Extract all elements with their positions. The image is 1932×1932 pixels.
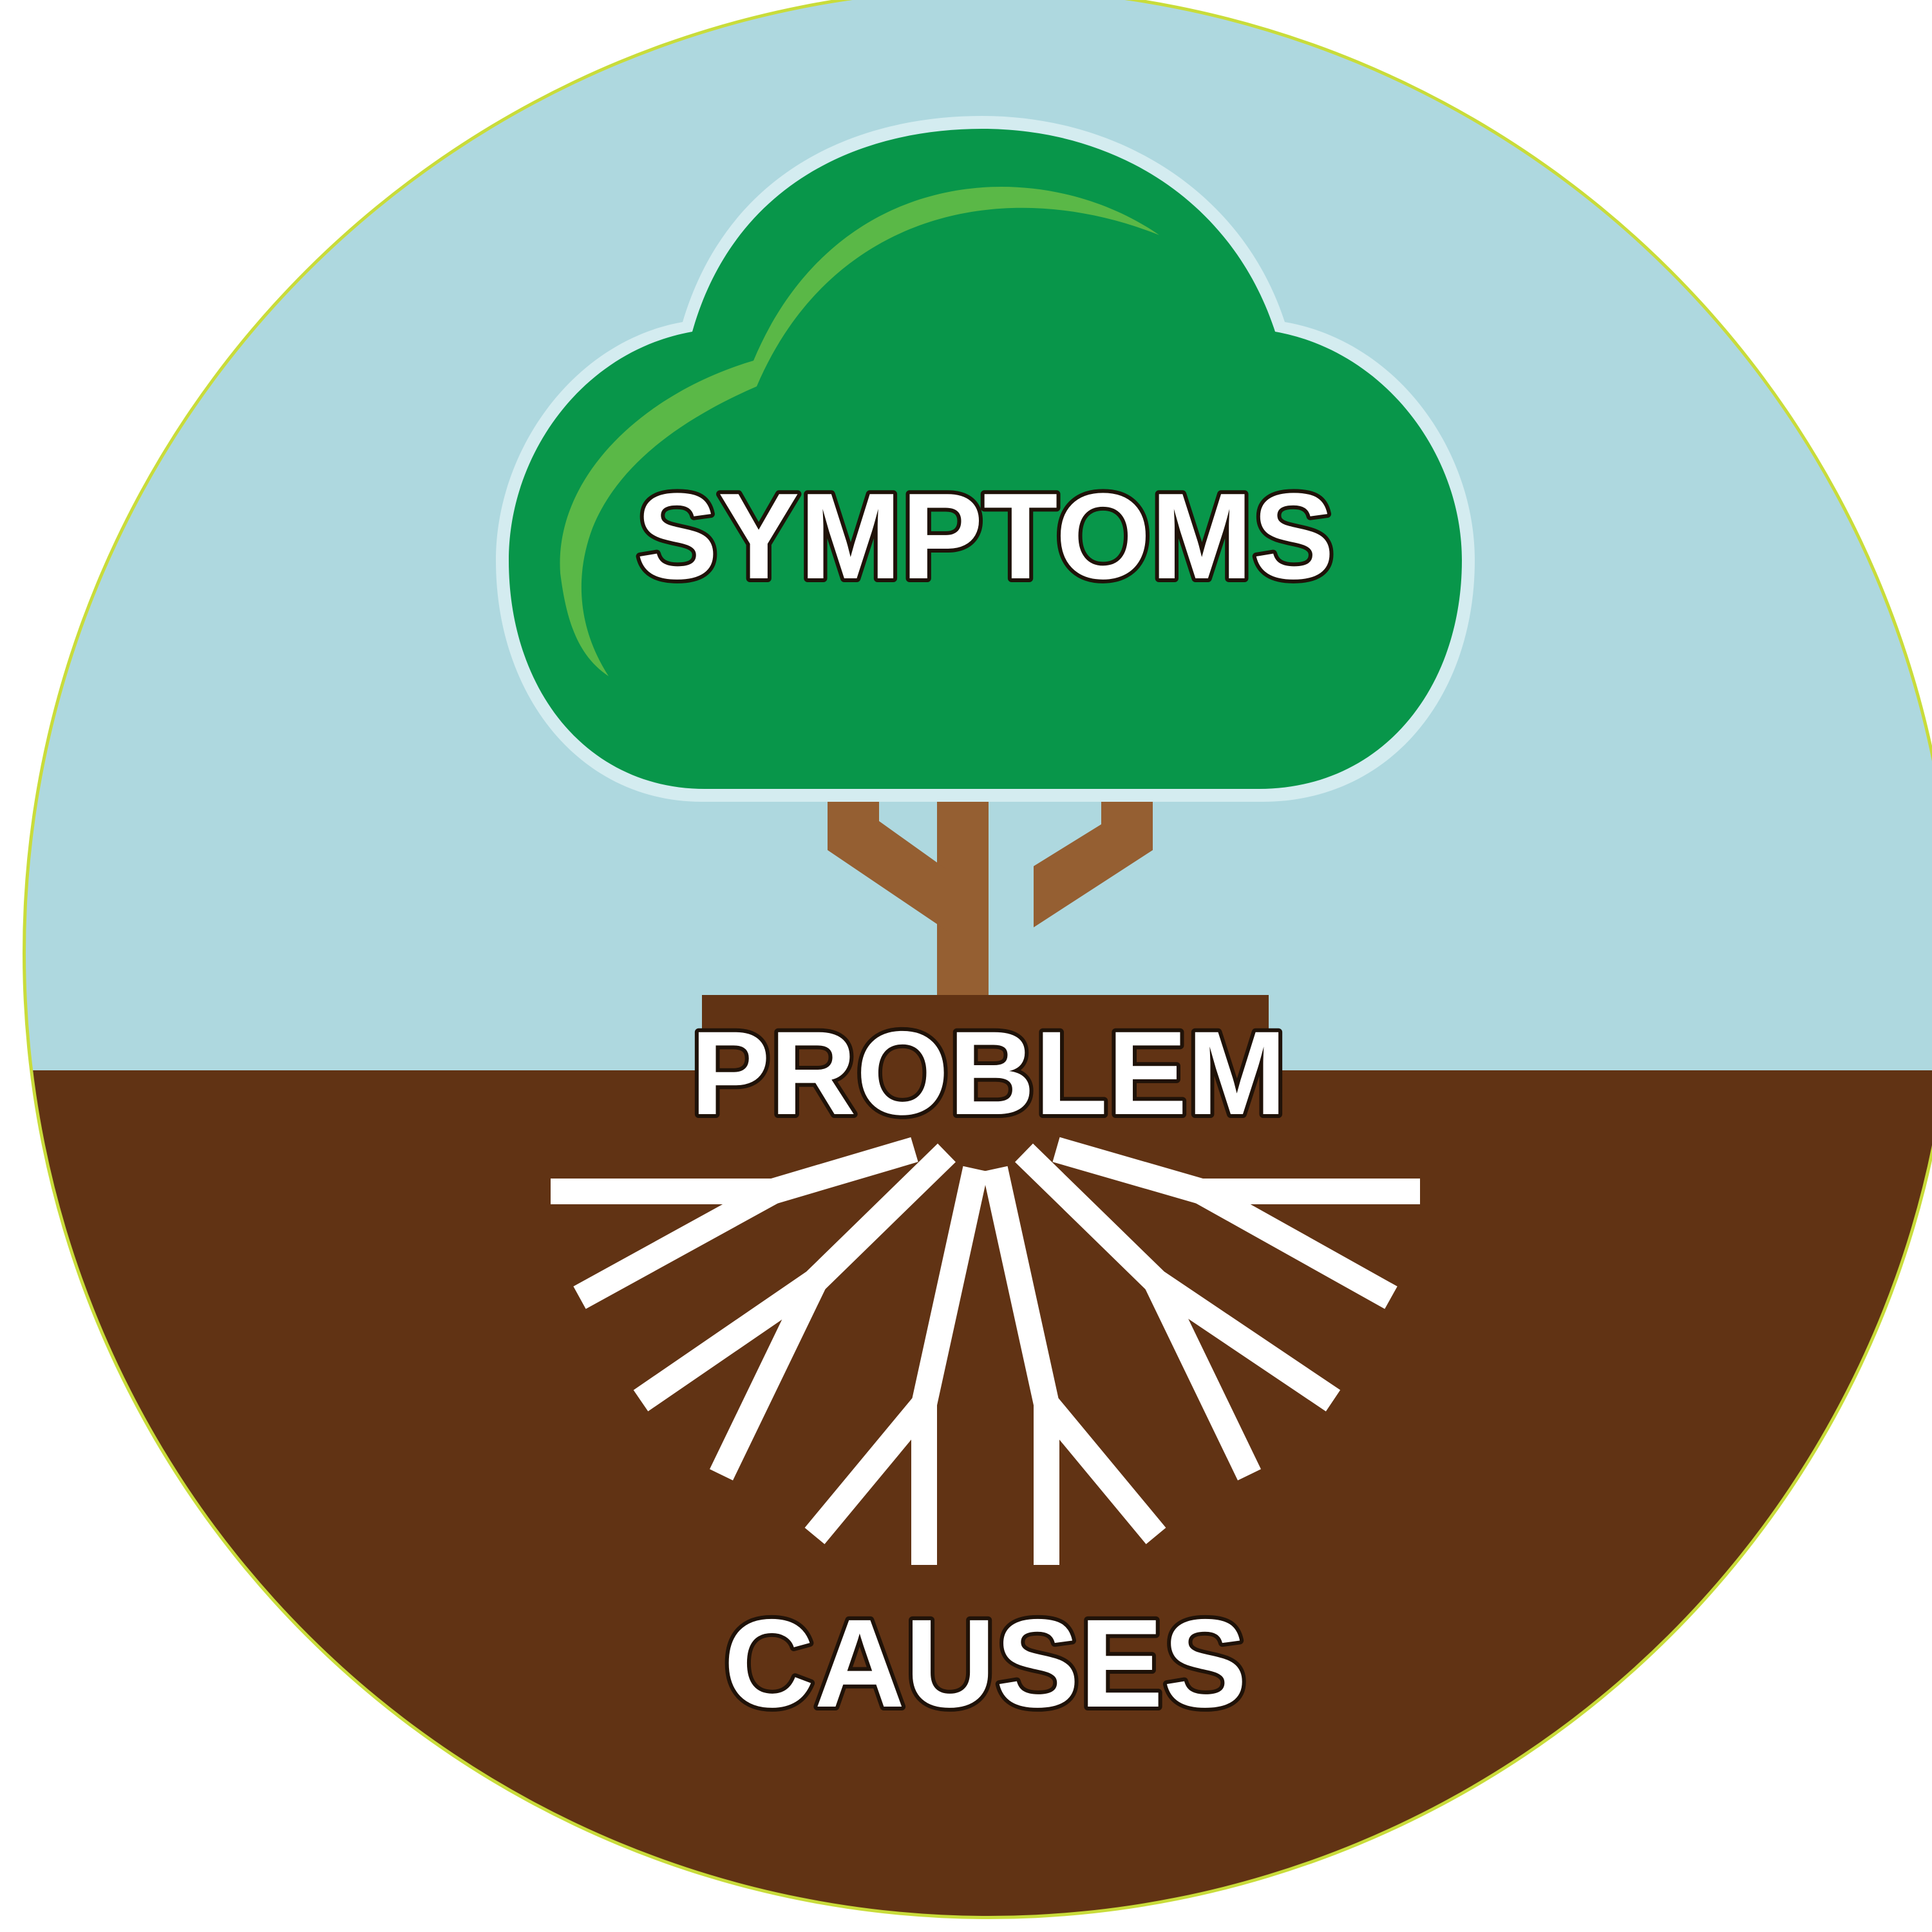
symptoms-label: SYMPTOMS: [636, 468, 1334, 605]
problem-plate: [702, 995, 1269, 1156]
causes-label: CAUSES: [724, 1593, 1247, 1734]
roots-icon: [551, 1137, 1420, 1565]
tree-trunk: [828, 795, 1153, 995]
problem-label: PROBLEM: [691, 1007, 1287, 1140]
tree-icon: [496, 116, 1475, 802]
